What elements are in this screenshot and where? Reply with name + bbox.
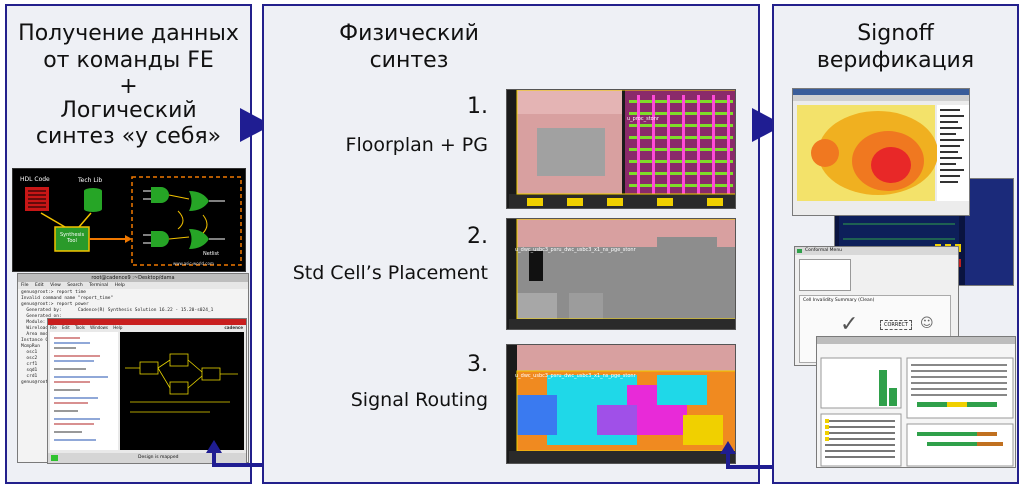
routing-thumbnail: u_dwc_usbc3_psru_dwc_usbc3_x1_ns_pge_sto… bbox=[506, 344, 736, 464]
status-text: Design is mapped bbox=[138, 455, 179, 460]
physical-synthesis-panel: Физический синтез 1. Floorplan + PG 2. S… bbox=[262, 4, 778, 484]
fe-title-line3: Логический bbox=[60, 98, 197, 123]
terminal-titlebar: root@cadence9 :~Desktop/dama bbox=[18, 274, 248, 282]
routing-graphic bbox=[509, 345, 735, 463]
terminal-line: genus@root:> report time bbox=[21, 290, 87, 295]
layout-tool-statusbar: Design is mapped bbox=[48, 453, 246, 463]
timing-report-window bbox=[816, 336, 1016, 468]
terminal-line: crf1 bbox=[21, 362, 38, 367]
signoff-title-line2: верификация bbox=[816, 48, 975, 73]
return-arrow-middle bbox=[720, 441, 778, 469]
routing-label: u_dwc_usbc3_psru_dwc_usbc3_x1_ns_pge_sto… bbox=[515, 373, 636, 379]
placement-thumbnail: u_dwc_usbc3_psru_dwc_usbc3_x1_ns_pge_sto… bbox=[506, 218, 736, 330]
terminal-line: crd1 bbox=[21, 374, 38, 379]
conformal-app-icon bbox=[797, 249, 802, 253]
signoff-panel: Signoff верификация bbox=[772, 4, 1019, 484]
lt-menu-help[interactable]: Help bbox=[113, 325, 123, 330]
step-1-label: Floorplan + PG bbox=[345, 134, 488, 156]
menu-view[interactable]: View bbox=[50, 283, 61, 288]
synthesis-diagram: HDL Code Tech Lib Synthesis Tool Netlist… bbox=[12, 168, 246, 272]
menu-help[interactable]: Help bbox=[114, 283, 125, 288]
lt-menu-edit[interactable]: Edit bbox=[61, 325, 70, 330]
terminal-line: Generated on: bbox=[21, 314, 62, 319]
terminal-line: genus@root:> report power bbox=[21, 302, 89, 307]
conformal-subwindow bbox=[799, 259, 851, 291]
step-3-label: Signal Routing bbox=[350, 389, 488, 411]
layout-tool-menu: File Edit Tools Windows Help cadence bbox=[48, 325, 246, 331]
terminal-menu: File Edit View Search Terminal Help bbox=[18, 282, 248, 289]
step-2-number: 2. bbox=[467, 224, 488, 249]
heatmap-toolbar bbox=[793, 95, 969, 101]
timing-titlebar bbox=[817, 337, 1015, 344]
terminal-line: McmpRun bbox=[21, 344, 40, 349]
code-text-graphic bbox=[54, 337, 108, 441]
layout-tool-titlebar bbox=[48, 319, 246, 325]
heatmap-graphic bbox=[797, 105, 969, 201]
timing-report-graphic bbox=[820, 357, 1014, 467]
step-3-number: 3. bbox=[467, 352, 488, 377]
popup-title: Cell Invalidity Summary (Clean) bbox=[803, 298, 875, 303]
fe-title-line2: от команды FE bbox=[43, 48, 214, 73]
signoff-title-line1: Signoff bbox=[857, 21, 934, 46]
netlist-box bbox=[131, 176, 242, 266]
floorplan-thumbnail: u_proc_stonr bbox=[506, 89, 736, 209]
placement-graphic bbox=[509, 219, 735, 329]
step-1-number: 1. bbox=[467, 94, 488, 119]
terminal-line: sqd1 bbox=[21, 368, 38, 373]
schematic-graphic bbox=[125, 353, 238, 413]
fe-title-plus: + bbox=[119, 74, 138, 99]
terminal-line: Module: bbox=[21, 320, 46, 325]
status-indicator-icon bbox=[51, 455, 58, 461]
terminal-line: Area mode: bbox=[21, 332, 54, 337]
synthesis-tool-label: Synthesis Tool bbox=[59, 232, 85, 244]
terminal-line: Invalid command name "report_time" bbox=[21, 296, 114, 301]
terminal-title: root@cadence9 :~Desktop/dama bbox=[91, 275, 175, 281]
watermark-label: www.asic-world.com bbox=[173, 261, 214, 266]
fe-title-line1: Получение данных bbox=[18, 21, 239, 46]
synthesis-diagram-graphic bbox=[25, 176, 242, 266]
fe-panel: Получение данных от команды FE + Логичес… bbox=[5, 4, 280, 484]
netlist-label: Netlist bbox=[203, 251, 220, 257]
placement-label: u_dwc_usbc3_psru_dwc_usbc3_x1_ns_pge_sto… bbox=[515, 247, 636, 253]
code-pane bbox=[50, 332, 118, 450]
step-2-label: Std Cell’s Placement bbox=[292, 262, 488, 284]
terminal-line: osc1 bbox=[21, 350, 38, 355]
checkmark-icon: ✓ bbox=[840, 312, 859, 337]
tech-lib-label: Tech Lib bbox=[78, 177, 103, 184]
cadence-logo: cadence bbox=[224, 325, 243, 330]
smiley-icon: ☺ bbox=[920, 316, 934, 331]
terminal-line: osc2 bbox=[21, 356, 38, 361]
menu-file[interactable]: File bbox=[21, 283, 29, 288]
fe-title-line4: синтез «у себя» bbox=[35, 124, 222, 149]
floorplan-label: u_proc_stonr bbox=[627, 116, 659, 122]
terminal-line: Generated by: Cadence(R) Synthesis Solut… bbox=[21, 308, 214, 313]
ps-title-line1: Физический bbox=[339, 21, 479, 46]
correct-badge: CORRECT bbox=[880, 320, 913, 330]
menu-edit[interactable]: Edit bbox=[34, 283, 44, 288]
menu-terminal[interactable]: Terminal bbox=[89, 283, 109, 288]
ir-drop-heatmap-window bbox=[792, 88, 970, 216]
lt-menu-windows[interactable]: Windows bbox=[90, 325, 109, 330]
conformal-titlebar: Conformal Menu bbox=[795, 247, 958, 255]
layout-tool-window: File Edit Tools Windows Help cadence bbox=[47, 318, 247, 464]
heatmap-titlebar bbox=[793, 89, 969, 95]
terminal-body: genus@root:> report time Invalid command… bbox=[18, 289, 248, 387]
ps-title-line2: синтез bbox=[369, 48, 449, 73]
menu-search[interactable]: Search bbox=[67, 283, 83, 288]
lt-menu-tools[interactable]: Tools bbox=[75, 325, 85, 330]
return-arrow-left bbox=[206, 440, 280, 467]
conformal-title: Conformal Menu bbox=[805, 248, 843, 253]
terminal-line: genus@root:> bbox=[21, 380, 54, 385]
schematic-pane bbox=[120, 332, 244, 450]
lt-menu-file[interactable]: File bbox=[50, 325, 57, 330]
hdl-code-label: HDL Code bbox=[20, 176, 50, 183]
floorplan-graphic bbox=[509, 90, 735, 208]
